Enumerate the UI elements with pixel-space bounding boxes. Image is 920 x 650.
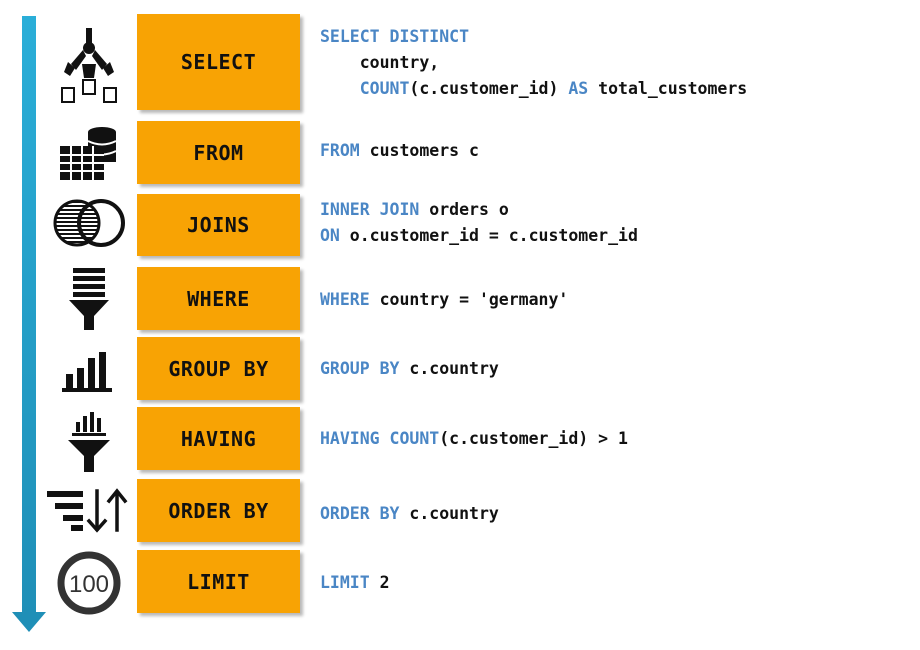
code-keyword: INNER JOIN (320, 200, 420, 219)
code-indent (320, 53, 360, 72)
group-by-code: GROUP BY c.country (320, 356, 499, 382)
sort-icon (44, 482, 130, 538)
hundred-circle-icon: 100 (50, 550, 128, 616)
bar-chart-icon (50, 342, 128, 398)
code-text: (c.customer_id) > 1 (439, 429, 628, 448)
order-by-clause-box: ORDER BY (137, 479, 300, 542)
code-keyword: HAVING (320, 429, 380, 448)
database-table-icon (50, 122, 128, 184)
code-text: total_customers (588, 79, 748, 98)
joins-clause-box: JOINS (137, 194, 300, 256)
joins-code: INNER JOIN orders o ON o.customer_id = c… (320, 197, 638, 249)
arrow-head (12, 612, 46, 632)
arrow-shaft (22, 16, 36, 614)
order-by-code: ORDER BY c.country (320, 501, 499, 527)
limit-clause-box: LIMIT (137, 550, 300, 613)
filter-funnel-icon (50, 266, 128, 332)
code-keyword: AS (568, 79, 589, 98)
code-keyword: GROUP BY (320, 359, 400, 378)
venn-join-icon (50, 192, 128, 254)
where-code: WHERE country = 'germany' (320, 287, 568, 313)
code-text: 2 (369, 573, 390, 592)
icon-number-text: 100 (69, 571, 109, 598)
code-keyword: COUNT (379, 429, 440, 448)
code-text: country, (359, 53, 440, 72)
from-code: FROM customers c (320, 138, 479, 164)
code-text: c.country (399, 359, 499, 378)
select-code: SELECT DISTINCT country, COUNT(c.custome… (320, 24, 747, 102)
having-clause-box: HAVING (137, 407, 300, 470)
having-code: HAVING COUNT(c.customer_id) > 1 (320, 426, 628, 452)
code-text: o.customer_id = c.customer_id (339, 226, 638, 245)
chart-funnel-icon (50, 408, 128, 474)
robot-arm-icon (50, 26, 128, 110)
code-text: customers c (359, 141, 479, 160)
code-keyword: FROM (320, 141, 360, 160)
code-keyword: COUNT (359, 79, 410, 98)
code-keyword: SELECT DISTINCT (320, 27, 470, 46)
code-keyword: WHERE (320, 290, 370, 309)
from-clause-box: FROM (137, 121, 300, 184)
group-by-clause-box: GROUP BY (137, 337, 300, 400)
code-keyword: LIMIT (320, 573, 370, 592)
where-clause-box: WHERE (137, 267, 300, 330)
code-indent (320, 79, 360, 98)
code-keyword: ON (320, 226, 340, 245)
select-clause-box: SELECT (137, 14, 300, 110)
code-text: (c.customer_id) (409, 79, 569, 98)
code-text: orders o (419, 200, 509, 219)
limit-code: LIMIT 2 (320, 570, 390, 596)
code-text: c.country (399, 504, 499, 523)
code-text: country = 'germany' (369, 290, 569, 309)
code-keyword: ORDER BY (320, 504, 400, 523)
